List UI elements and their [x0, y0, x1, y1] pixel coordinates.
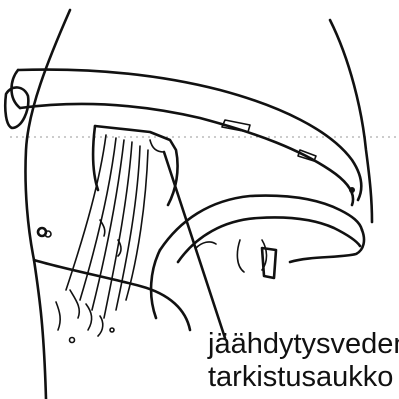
body-hole — [38, 228, 46, 236]
bracket-detail-3 — [196, 242, 216, 248]
callout-label: jäähdytysveden tarkistusaukko — [208, 328, 399, 394]
bracket-left — [151, 250, 160, 318]
outlet-opening — [150, 140, 164, 152]
cowling-lower-seam — [34, 260, 190, 330]
bracket-right — [290, 230, 364, 262]
bracket-tab — [262, 248, 276, 278]
bracket-top — [160, 196, 362, 250]
callout-line-2: tarkistusaukko — [208, 361, 399, 394]
bracket-inner — [178, 217, 360, 262]
bracket-detail-1 — [237, 240, 244, 272]
handle-band-top — [18, 70, 361, 200]
water-stream — [45, 135, 148, 343]
callout-leader-line — [164, 152, 225, 338]
handle-band-bottom — [20, 104, 353, 205]
callout-line-1: jäähdytysveden — [208, 328, 399, 361]
handle-rivet — [349, 187, 355, 193]
